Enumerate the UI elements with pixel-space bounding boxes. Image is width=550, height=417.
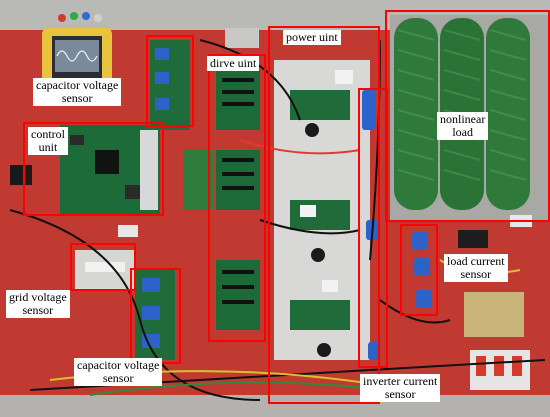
control-board bbox=[60, 125, 160, 215]
label-nonlinear-load: nonlinear load bbox=[437, 112, 489, 140]
label-capacitor-voltage-top: capacitor voltage sensor bbox=[33, 78, 122, 106]
power-unit-assembly bbox=[274, 60, 370, 360]
drive-boards bbox=[216, 70, 260, 330]
box-capacitor-voltage-top bbox=[146, 35, 194, 127]
box-drive-unit bbox=[208, 54, 266, 342]
label-capacitor-voltage-bottom: capacitor voltage sensor bbox=[74, 358, 163, 386]
top-voltage-sensors bbox=[150, 40, 190, 130]
bottom-voltage-sensors bbox=[135, 270, 175, 360]
label-drive-unit: dirve uint bbox=[207, 56, 260, 71]
box-capacitor-voltage-bottom bbox=[130, 268, 181, 364]
box-power-unit bbox=[268, 26, 380, 404]
label-load-current-sensor: load current sensor bbox=[444, 254, 508, 282]
label-grid-voltage-sensor: grid voltage sensor bbox=[6, 290, 70, 318]
box-grid-voltage-sensor bbox=[70, 243, 136, 291]
label-power-unit: power uint bbox=[283, 30, 341, 45]
box-inverter-current-sensor bbox=[358, 88, 388, 368]
label-control-unit: control unit bbox=[28, 127, 68, 155]
box-control-unit bbox=[23, 122, 164, 216]
box-load-current-sensor bbox=[400, 224, 438, 316]
label-inverter-current-sensor: inverter current sensor bbox=[360, 374, 441, 402]
